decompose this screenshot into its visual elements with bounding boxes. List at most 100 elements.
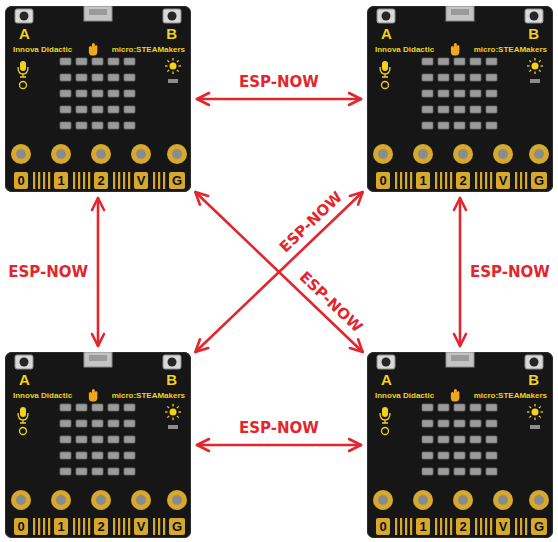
led — [60, 74, 71, 81]
microcontroller-board: ABInnova Didacticmicro:STEAMakers012VG — [367, 6, 553, 192]
light-ray — [165, 65, 168, 66]
edge-pin — [520, 518, 522, 535]
led — [454, 420, 465, 427]
push-button — [15, 355, 33, 369]
edge-pin — [410, 172, 412, 189]
light-ray — [527, 411, 530, 412]
led — [76, 452, 87, 459]
microphone-stand — [18, 67, 28, 77]
edge-pin — [48, 172, 50, 189]
pin-hole — [378, 495, 388, 505]
led — [438, 90, 449, 97]
led — [108, 122, 119, 129]
light-ray — [172, 58, 173, 61]
pin-label: 1 — [416, 518, 429, 535]
pin-hole — [136, 495, 146, 505]
edge-pin — [113, 518, 115, 535]
led — [454, 90, 465, 97]
wireless-link — [197, 98, 361, 101]
pin-hole — [498, 149, 508, 159]
pin-pad — [11, 490, 31, 510]
led — [422, 468, 433, 475]
edge-pin — [163, 172, 165, 189]
light-sensor — [168, 79, 178, 83]
edge-pin — [405, 518, 407, 535]
pin-pad — [413, 144, 433, 164]
pin-label: V — [134, 172, 149, 189]
led — [108, 74, 119, 81]
led — [124, 58, 135, 65]
light-ray — [177, 406, 179, 408]
button-cap — [20, 358, 29, 367]
model-label: micro:STEAMakers — [474, 392, 547, 400]
pin-hole — [16, 495, 26, 505]
light-ray — [539, 416, 541, 418]
usb-connector — [84, 6, 112, 21]
led — [76, 436, 87, 443]
edge-pin — [440, 518, 442, 535]
edge-pin — [410, 518, 412, 535]
pin-label: 1 — [416, 172, 429, 189]
led — [470, 468, 481, 475]
edge-pin — [73, 518, 75, 535]
pin-pad — [373, 490, 393, 510]
led — [108, 452, 119, 459]
pin-hole — [458, 149, 468, 159]
led — [422, 420, 433, 427]
edge-pin — [400, 518, 402, 535]
led — [454, 436, 465, 443]
pin-hole — [418, 149, 428, 159]
light-ray — [177, 416, 179, 418]
edge-pin — [128, 518, 130, 535]
pin-hole — [56, 149, 66, 159]
light-ray — [527, 65, 530, 66]
led — [92, 74, 103, 81]
light-sensor-icon — [532, 63, 539, 70]
led — [486, 468, 497, 475]
light-ray — [177, 70, 179, 72]
led — [92, 122, 103, 129]
led — [60, 436, 71, 443]
led — [486, 436, 497, 443]
edge-pin — [405, 172, 407, 189]
led — [422, 436, 433, 443]
pin-label: 2 — [94, 518, 107, 535]
led — [76, 74, 87, 81]
button-label: B — [166, 26, 177, 41]
light-ray — [539, 60, 541, 62]
brand-label: Innova Didactic — [13, 392, 72, 400]
speaker-icon — [20, 428, 27, 435]
light-ray — [539, 70, 541, 72]
usb-port — [89, 355, 107, 361]
pin-label: G — [169, 518, 185, 535]
pin-pad — [167, 144, 187, 164]
led — [486, 452, 497, 459]
edge-pin — [475, 518, 477, 535]
led — [60, 404, 71, 411]
pin-hole — [498, 495, 508, 505]
led — [92, 452, 103, 459]
light-ray — [172, 72, 173, 75]
touch-icon — [451, 43, 460, 56]
light-ray — [541, 65, 544, 66]
light-ray — [534, 418, 535, 421]
push-button — [525, 355, 543, 369]
edge-pin — [525, 518, 527, 535]
pin-pad — [167, 490, 187, 510]
led — [60, 122, 71, 129]
led — [422, 404, 433, 411]
led — [438, 106, 449, 113]
wireless-link — [195, 192, 362, 352]
microphone-stand — [380, 413, 390, 423]
light-ray — [529, 406, 531, 408]
led — [470, 436, 481, 443]
led — [438, 122, 449, 129]
led — [60, 106, 71, 113]
edge-pin — [485, 172, 487, 189]
led — [124, 468, 135, 475]
pin-hole — [172, 149, 182, 159]
edge-pin — [48, 518, 50, 535]
light-ray — [541, 411, 544, 412]
edge-pin — [158, 172, 160, 189]
led — [422, 74, 433, 81]
